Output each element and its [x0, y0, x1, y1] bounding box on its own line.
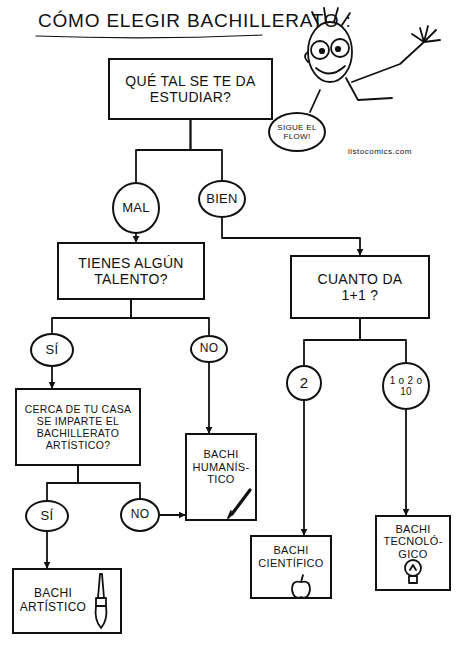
- answer-circle: 1 o 2 o 10: [382, 362, 430, 410]
- flow-connector: [191, 120, 223, 180]
- result-box: BACHI TECNOLÓ- GICO: [375, 515, 451, 591]
- node-text: SÍ: [41, 509, 54, 524]
- node-text: BACHI CIENTÍFICO: [255, 544, 327, 569]
- node-text: BIEN: [206, 192, 238, 207]
- flow-connector: [303, 401, 305, 535]
- node-text: BACHI HUMANÍS- TICO: [189, 448, 253, 486]
- flow-connector: [135, 234, 137, 242]
- flow-connector: [51, 367, 53, 388]
- node-text: TIENES ALGÚN TALENTO?: [69, 255, 193, 287]
- bulb-icon: [405, 560, 421, 583]
- node-text: NO: [200, 342, 219, 356]
- flow-connector: [52, 300, 131, 333]
- flow-connector: [360, 319, 406, 362]
- node-text: BACHI TECNOLÓ- GICO: [380, 523, 446, 561]
- node-text: CERCA DE TU CASA SE IMPARTE EL BACHILLER…: [22, 403, 134, 451]
- flow-connector: [131, 300, 209, 335]
- node-text: 2: [300, 374, 309, 391]
- answer-circle: MAL: [112, 182, 160, 234]
- watermark: listocomics.com: [348, 147, 412, 156]
- answer-circle: 2: [286, 365, 322, 401]
- result-box: BACHI CIENTÍFICO: [250, 535, 332, 599]
- node-text: QUÉ TAL SE TE DA ESTUDIAR?: [118, 73, 263, 105]
- flow-connector: [46, 532, 48, 568]
- node-text: BACHI ARTÍSTICO: [18, 587, 88, 615]
- brush-icon: [96, 574, 107, 628]
- flow-connector: [222, 218, 360, 255]
- node-text: 1 o 2 o 10: [388, 375, 424, 398]
- answer-circle: SÍ: [25, 500, 69, 532]
- question-box: CERCA DE TU CASA SE IMPARTE EL BACHILLER…: [15, 388, 141, 466]
- node-text: CUANTO DA 1+1 ?: [308, 271, 412, 303]
- answer-circle: NO: [190, 335, 228, 363]
- answer-circle: NO: [120, 498, 160, 532]
- title: CÓMO ELEGIR BACHILLERATO :: [38, 10, 352, 32]
- answer-circle: SÍ: [30, 333, 74, 367]
- apple-icon: [292, 575, 310, 598]
- speech-bubble: SIGUE EL FLOW!: [268, 112, 326, 152]
- flow-connector: [208, 363, 210, 433]
- node-text: SIGUE EL FLOW!: [275, 123, 319, 141]
- result-box: BACHI HUMANÍS- TICO: [185, 433, 257, 521]
- flow-connector: [304, 319, 360, 365]
- answer-circle: BIEN: [198, 180, 246, 218]
- flow-connector: [160, 514, 185, 516]
- node-text: SÍ: [46, 343, 59, 358]
- flow-connector: [405, 410, 407, 515]
- flow-connector: [47, 466, 78, 500]
- pen-icon: [228, 490, 250, 518]
- node-text: NO: [131, 508, 150, 522]
- result-box: BACHI ARTÍSTICO: [12, 568, 122, 634]
- node-text: MAL: [122, 201, 150, 216]
- flow-connector: [136, 120, 191, 182]
- question-box: CUANTO DA 1+1 ?: [290, 255, 430, 319]
- cartoon-character: [305, 8, 440, 112]
- title-underline: [36, 35, 262, 38]
- question-box: QUÉ TAL SE TE DA ESTUDIAR?: [108, 58, 273, 120]
- flow-connector: [78, 466, 140, 498]
- question-box: TIENES ALGÚN TALENTO?: [57, 242, 205, 300]
